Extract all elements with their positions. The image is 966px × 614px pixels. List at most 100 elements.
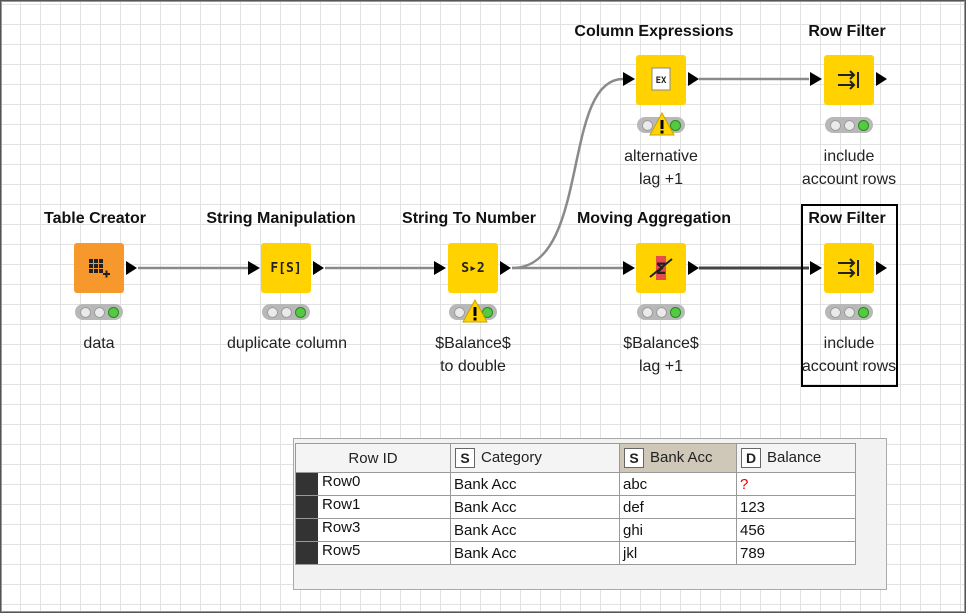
category-cell: Bank Acc [450, 495, 620, 519]
node-label-line: $Balance$ [623, 335, 699, 352]
table-plus-icon [89, 259, 110, 278]
string-type-icon: S [624, 448, 644, 468]
node-label-string-manipulation: duplicate column [226, 335, 348, 352]
balance-cell: 789 [736, 541, 856, 565]
warning-icon[interactable] [649, 112, 675, 136]
output-port[interactable] [313, 261, 324, 275]
status-light-green [294, 306, 306, 318]
node-title-table-creator[interactable]: Table Creator [44, 210, 146, 227]
node-label-string-to-number: $Balance$ to double [373, 332, 573, 378]
node-title-moving-aggregation[interactable]: Moving Aggregation [576, 210, 732, 227]
status-light-green [107, 306, 119, 318]
status-light-yellow [843, 306, 855, 318]
filter-icon [838, 70, 859, 90]
output-port[interactable] [688, 261, 699, 275]
row-filter-node-top[interactable] [824, 55, 874, 105]
node-status-lights [637, 304, 685, 320]
status-light-red [641, 306, 653, 318]
status-light-red [829, 306, 841, 318]
column-header-label: Balance [767, 448, 822, 466]
node-label-line: to double [440, 358, 506, 375]
expression-icon-text: EX [656, 76, 667, 86]
status-light-red [453, 306, 465, 318]
category-cell: Bank Acc [450, 518, 620, 542]
node-label-line: alternative [624, 148, 698, 165]
string-manipulation-node[interactable]: F[S] [261, 243, 311, 293]
node-label-column-expressions: alternative lag +1 [561, 145, 761, 191]
status-light-red [266, 306, 278, 318]
selected-node-frame [801, 204, 898, 387]
row-id: Row3 [322, 519, 361, 536]
row-id-cell: Row5 [295, 541, 451, 565]
node-title-string-manipulation[interactable]: String Manipulation [206, 210, 356, 227]
node-label-row-filter-bottom: include account rows [749, 332, 949, 378]
row-marker [296, 519, 318, 541]
node-status-lights [825, 304, 873, 320]
bank-acc-cell: ghi [619, 518, 737, 542]
node-label-line: account rows [801, 358, 897, 375]
node-label-line: lag +1 [638, 171, 684, 188]
warning-icon[interactable] [462, 299, 488, 323]
node-label-line: $Balance$ [435, 335, 511, 352]
filter-icon [838, 258, 859, 278]
node-label-line: account rows [801, 171, 897, 188]
node-label-line: include [823, 148, 875, 165]
row-id: Row1 [322, 496, 361, 513]
column-expressions-node[interactable]: EX [636, 55, 686, 105]
table-row[interactable]: Row0 Bank Acc abc ? [295, 472, 856, 496]
status-light-yellow [280, 306, 292, 318]
node-title-column-expressions[interactable]: Column Expressions [574, 23, 734, 40]
string-to-number-node[interactable]: S▸2 [448, 243, 498, 293]
node-status-lights [262, 304, 310, 320]
table-row[interactable]: Row5 Bank Acc jkl 789 [295, 541, 856, 565]
node-label-line: lag +1 [638, 358, 684, 375]
moving-aggregation-node[interactable]: Σ [636, 243, 686, 293]
node-title-row-filter-top[interactable]: Row Filter [808, 23, 886, 40]
sigma-icon: Σ [649, 256, 673, 280]
table-creator-node[interactable] [74, 243, 124, 293]
status-light-yellow [843, 119, 855, 131]
node-status-lights [75, 304, 123, 320]
row-marker [296, 473, 318, 495]
expression-icon: EX [651, 67, 671, 91]
balance-missing-cell: ? [736, 472, 856, 496]
node-label-row-filter-top: include account rows [749, 145, 949, 191]
row-marker [296, 542, 318, 564]
output-port[interactable] [876, 261, 887, 275]
connection-string-to-number-to-column-expressions [511, 77, 624, 270]
status-light-red [641, 119, 653, 131]
status-light-green [481, 306, 493, 318]
row-id-cell: Row0 [295, 472, 451, 496]
bank-acc-cell: jkl [619, 541, 737, 565]
bank-acc-cell: abc [619, 472, 737, 496]
status-light-green [669, 119, 681, 131]
balance-cell: 123 [736, 495, 856, 519]
output-port[interactable] [876, 72, 887, 86]
category-cell: Bank Acc [450, 472, 620, 496]
row-filter-node-bottom[interactable] [824, 243, 874, 293]
balance-cell: 456 [736, 518, 856, 542]
table-row[interactable]: Row1 Bank Acc def 123 [295, 495, 856, 519]
node-title-row-filter-bottom[interactable]: Row Filter [808, 210, 886, 227]
node-status-lights [825, 117, 873, 133]
output-port[interactable] [688, 72, 699, 86]
status-light-red [829, 119, 841, 131]
node-title-string-to-number[interactable]: String To Number [402, 210, 536, 227]
column-header-row-id[interactable]: Row ID [295, 443, 451, 473]
bank-acc-cell: def [619, 495, 737, 519]
output-port[interactable] [126, 261, 137, 275]
output-port[interactable] [500, 261, 511, 275]
row-id: Row0 [322, 473, 361, 490]
fs-icon: F[S] [270, 260, 302, 276]
node-label-table-creator: data [83, 335, 115, 352]
node-label-moving-aggregation: $Balance$ lag +1 [561, 332, 761, 378]
table-row[interactable]: Row3 Bank Acc ghi 456 [295, 518, 856, 542]
